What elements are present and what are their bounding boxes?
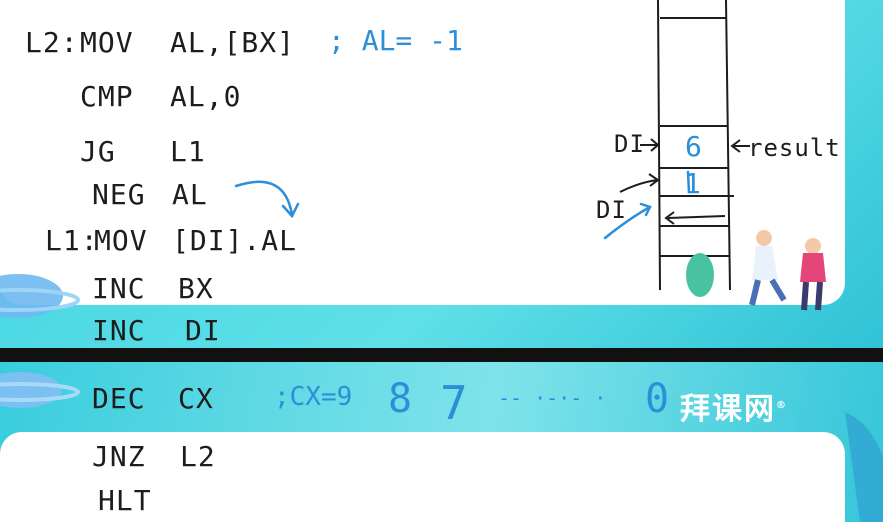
code-label-l1: L1:	[45, 224, 99, 257]
code-op: JG	[80, 135, 116, 168]
code-op: DEC	[92, 382, 146, 415]
code-args: CX	[178, 382, 214, 415]
cx-countdown-7: 7	[440, 376, 468, 430]
bottom-slide: DEC CX ;CX=9 8 7 -- ·-·- · 0 拜课网® JNZ L2…	[0, 362, 883, 522]
code-op: HLT	[98, 484, 152, 517]
brand-mark: ®	[776, 400, 788, 411]
cx-countdown-dots: -- ·-·- ·	[498, 386, 607, 410]
slide-divider	[0, 348, 883, 362]
code-label-l2: L2:	[25, 26, 79, 59]
code-op: MOV	[94, 224, 148, 257]
cx-countdown-0: 0	[645, 376, 670, 422]
code-args: DI	[185, 314, 221, 347]
di-label: DI	[614, 130, 645, 158]
code-args: AL	[172, 178, 208, 211]
cx-countdown-8: 8	[388, 376, 413, 422]
code-op: MOV	[80, 26, 134, 59]
code-args: AL,[BX]	[170, 26, 296, 59]
planet-decoration	[0, 230, 826, 318]
brand-logo: 拜课网®	[680, 384, 788, 428]
code-args: L1	[170, 135, 206, 168]
code-op: NEG	[92, 178, 146, 211]
brand-text: 拜课网	[680, 392, 776, 427]
top-slide: L2: MOV AL,[BX] ; AL= -1 CMP AL,0 JG L1 …	[0, 0, 883, 348]
code-args: AL,0	[170, 80, 242, 113]
whiteboard-bottom: JNZ L2 HLT	[0, 432, 845, 522]
comment-cx: ;CX=9	[274, 382, 353, 412]
code-args: [DI].AL	[172, 224, 298, 257]
di-label: DI	[596, 196, 627, 224]
code-op: JNZ	[92, 440, 146, 473]
result-label: result	[748, 134, 841, 162]
comment-al: ; AL= -1	[328, 24, 463, 57]
cell-value-6: 6	[685, 130, 702, 163]
code-op: INC	[92, 272, 146, 305]
code-args: L2	[180, 440, 216, 473]
code-args: BX	[178, 272, 214, 305]
planet-decoration-bottom	[0, 372, 883, 522]
code-op: CMP	[80, 80, 134, 113]
code-op: INC	[92, 314, 146, 347]
whiteboard-top: L2: MOV AL,[BX] ; AL= -1 CMP AL,0 JG L1 …	[0, 0, 845, 305]
runners-illustration	[686, 230, 826, 311]
